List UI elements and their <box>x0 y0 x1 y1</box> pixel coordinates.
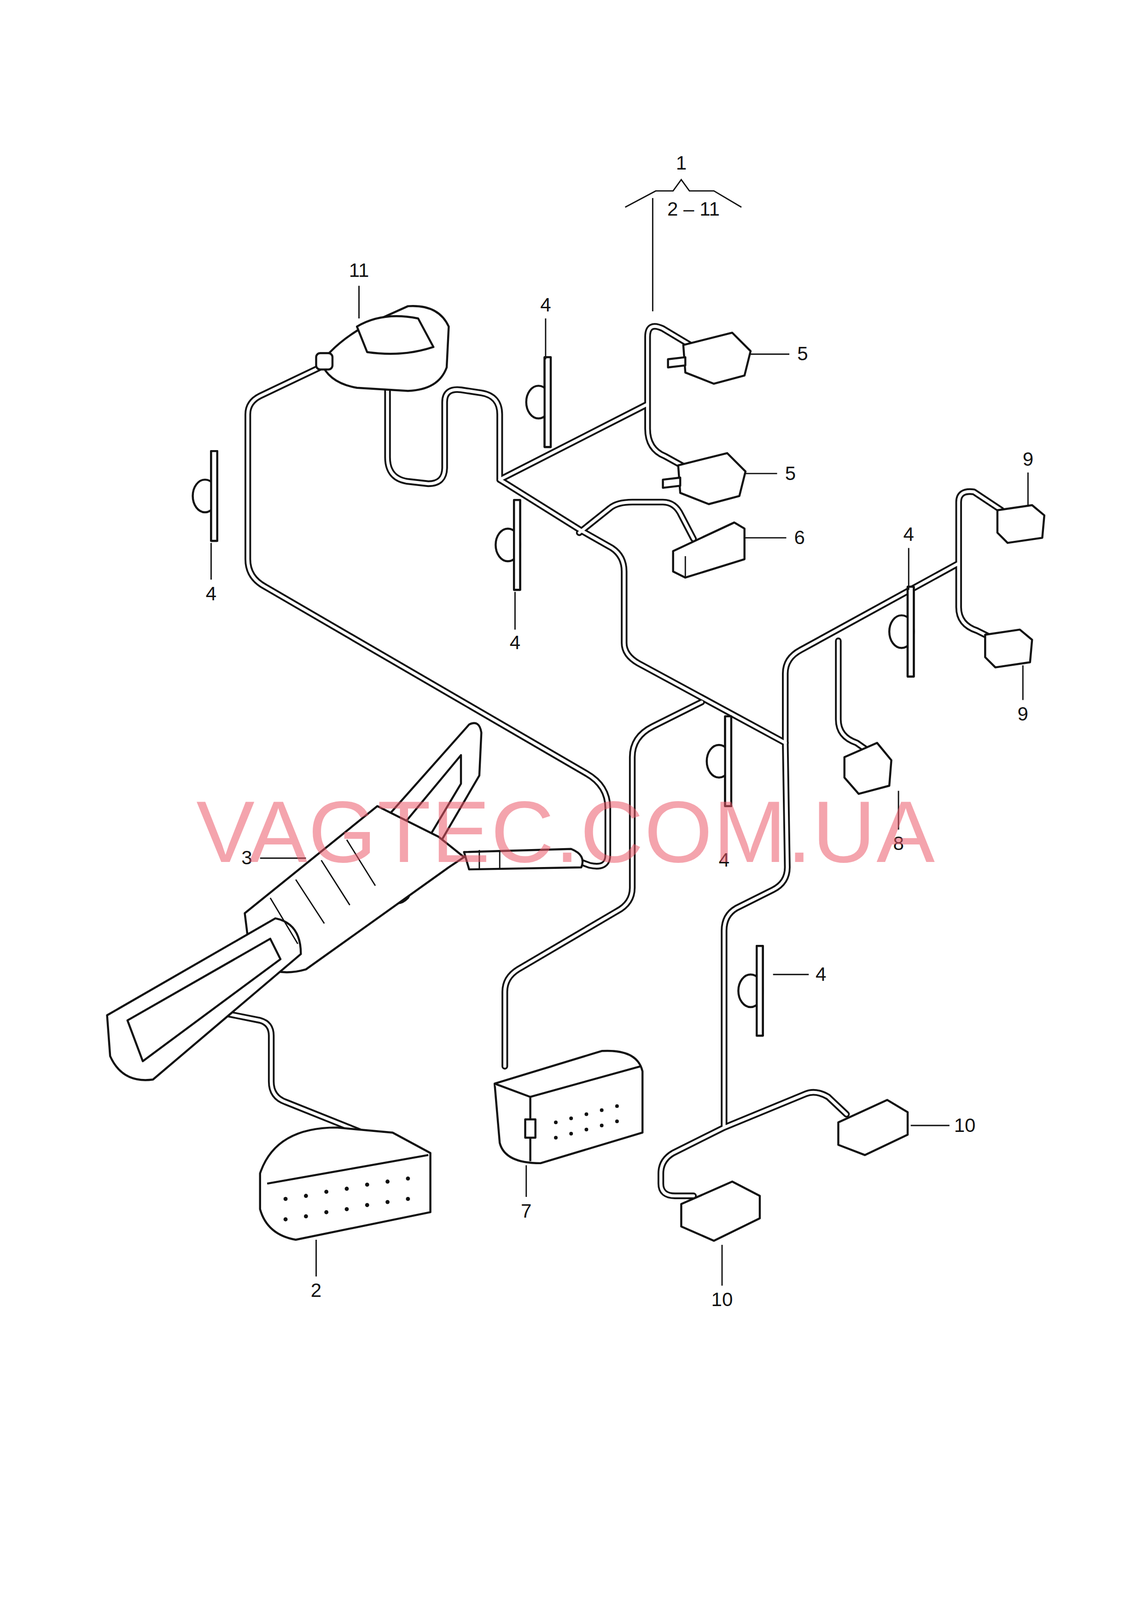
callout-number: 4 <box>815 964 827 984</box>
callout-number: 10 <box>711 1289 734 1309</box>
connectors <box>107 305 1045 1241</box>
pins <box>283 1103 619 1221</box>
callout-number: 9 <box>1022 449 1034 469</box>
wires <box>209 326 1002 1196</box>
callout-number: 9 <box>1017 704 1029 724</box>
callout-number: 10 <box>954 1115 976 1135</box>
callout-number: 4 <box>509 632 521 653</box>
callout-number: 7 <box>520 1200 532 1221</box>
callout-number: 5 <box>797 343 808 364</box>
callout-number: 5 <box>785 463 796 484</box>
leader-lines <box>210 179 1028 1286</box>
watermark: VAGTEC.COM.UA <box>196 787 936 875</box>
callout-number: 4 <box>903 524 915 544</box>
callout-number: 11 <box>349 260 370 280</box>
callout-number: 6 <box>794 527 805 548</box>
callout-number: 1 <box>676 153 687 173</box>
callout-number: 4 <box>540 295 551 315</box>
callout-number: 4 <box>205 583 217 604</box>
callout-number: 2 – 11 <box>667 199 720 219</box>
clips <box>192 356 915 1036</box>
callout-number: 2 <box>310 1280 322 1300</box>
